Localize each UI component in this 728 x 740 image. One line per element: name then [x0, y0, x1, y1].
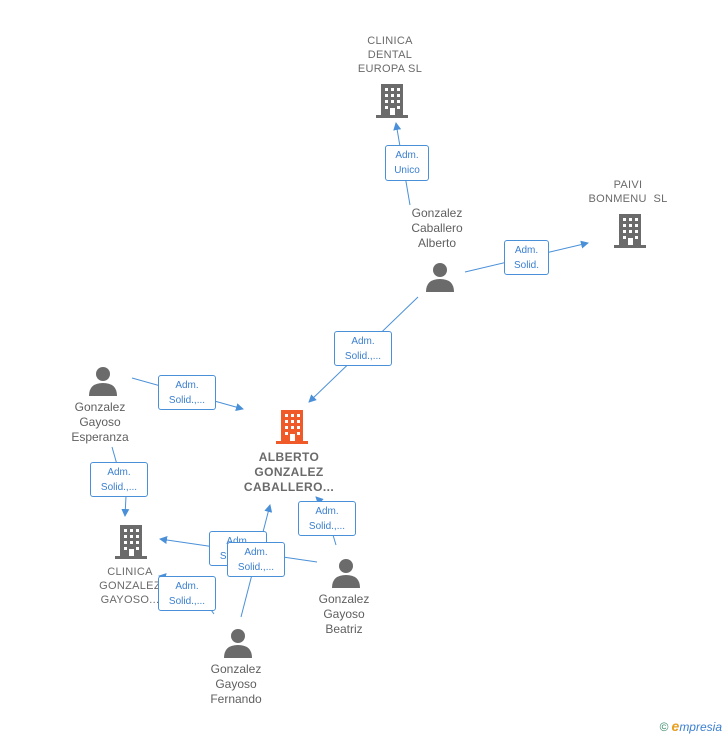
edge-label-line: Solid.,... — [344, 351, 382, 362]
label-line: Gonzalez — [411, 206, 463, 220]
label-line: GONZALEZ — [99, 580, 161, 592]
label-line: Gonzalez — [318, 592, 370, 606]
node-label-paivi: PAIVI BONMENU SL — [578, 178, 678, 206]
edge-label-line: Adm. — [244, 547, 268, 558]
brand-e: e — [671, 718, 680, 734]
building-icon[interactable] — [376, 84, 408, 118]
node-label-beatriz: Gonzalez Gayoso Beatriz — [294, 592, 394, 637]
label-line: Gayoso — [79, 415, 121, 429]
node-label-clinica-dental: CLINICA DENTAL EUROPA SL — [340, 34, 440, 76]
edge-label-line: Adm. — [395, 150, 419, 161]
edge-label-line: Adm. — [175, 380, 199, 391]
edge-label-line: Adm. — [315, 506, 339, 517]
node-label-esperanza: Gonzalez Gayoso Esperanza — [50, 400, 150, 445]
label-line: PAIVI — [613, 179, 643, 191]
label-line: CLINICA — [367, 35, 413, 47]
label-line: Esperanza — [71, 430, 129, 444]
label-line: DENTAL — [367, 49, 413, 61]
label-line: Gayoso — [323, 607, 365, 621]
edge-label-adm-solid[interactable]: Adm. Solid.,... — [158, 375, 216, 410]
node-label-center: ALBERTO GONZALEZ CABALLERO... — [224, 450, 354, 495]
edge-label-line: Adm. — [514, 245, 539, 256]
edge-label-adm-solid[interactable]: Adm. Solid.,... — [298, 501, 356, 536]
edge-label-line: Adm. — [351, 336, 375, 347]
label-line: CABALLERO... — [243, 480, 335, 494]
label-line: Caballero — [411, 221, 463, 235]
label-line: Gonzalez — [210, 662, 262, 676]
label-line: GONZALEZ — [254, 465, 324, 479]
building-icon[interactable] — [115, 525, 147, 559]
label-line: ALBERTO — [258, 450, 320, 464]
label-line: Gonzalez — [74, 400, 126, 414]
building-icon[interactable] — [614, 214, 646, 248]
copyright-icon: © — [659, 720, 669, 734]
edge-label-adm-solid[interactable]: Adm. Solid.,... — [334, 331, 392, 366]
empresia-logo: ©empresia — [660, 718, 722, 734]
edge-label-adm-solid[interactable]: Adm. Solid.,... — [90, 462, 148, 497]
person-icon[interactable] — [425, 262, 455, 292]
edge-label-adm-unico[interactable]: Adm. Unico — [385, 145, 429, 181]
edge-label-line: Adm. — [107, 467, 131, 478]
label-line: EUROPA SL — [357, 63, 423, 75]
label-line: Beatriz — [325, 622, 363, 636]
label-line: GAYOSO... — [100, 594, 160, 606]
edge-label-line: Adm. — [175, 581, 199, 592]
node-label-alberto: Gonzalez Caballero Alberto — [387, 206, 487, 251]
person-icon[interactable] — [88, 366, 118, 396]
edge-label-line: Solid.,... — [308, 521, 346, 532]
label-line: CLINICA — [107, 566, 153, 578]
building-icon[interactable] — [276, 410, 308, 444]
brand-rest: mpresia — [679, 720, 722, 734]
node-label-fernando: Gonzalez Gayoso Fernando — [186, 662, 286, 707]
person-icon[interactable] — [223, 628, 253, 658]
label-line: Alberto — [417, 236, 457, 250]
edge-label-line: Unico — [394, 165, 420, 176]
label-line: Fernando — [210, 692, 262, 706]
edge-label-adm-solid[interactable]: Adm. Solid.,... — [227, 542, 285, 577]
edge-label-line: Solid.,... — [168, 395, 206, 406]
edge-label-line: Solid.,... — [237, 562, 275, 573]
edge-label-adm-solid[interactable]: Adm. Solid. — [504, 240, 549, 275]
person-icon[interactable] — [331, 558, 361, 588]
edge-label-line: Solid.,... — [168, 596, 206, 607]
edge-label-line: Solid. — [513, 260, 539, 271]
label-line: Gayoso — [215, 677, 257, 691]
node-label-clinica-gonzalez: CLINICA GONZALEZ GAYOSO... — [80, 565, 180, 607]
edge-label-line: Solid.,... — [100, 482, 138, 493]
edge-label-adm-solid[interactable]: Adm. Solid.,... — [158, 576, 216, 611]
label-line: BONMENU SL — [588, 193, 668, 205]
edge-label-line: Adm. — [210, 534, 266, 549]
